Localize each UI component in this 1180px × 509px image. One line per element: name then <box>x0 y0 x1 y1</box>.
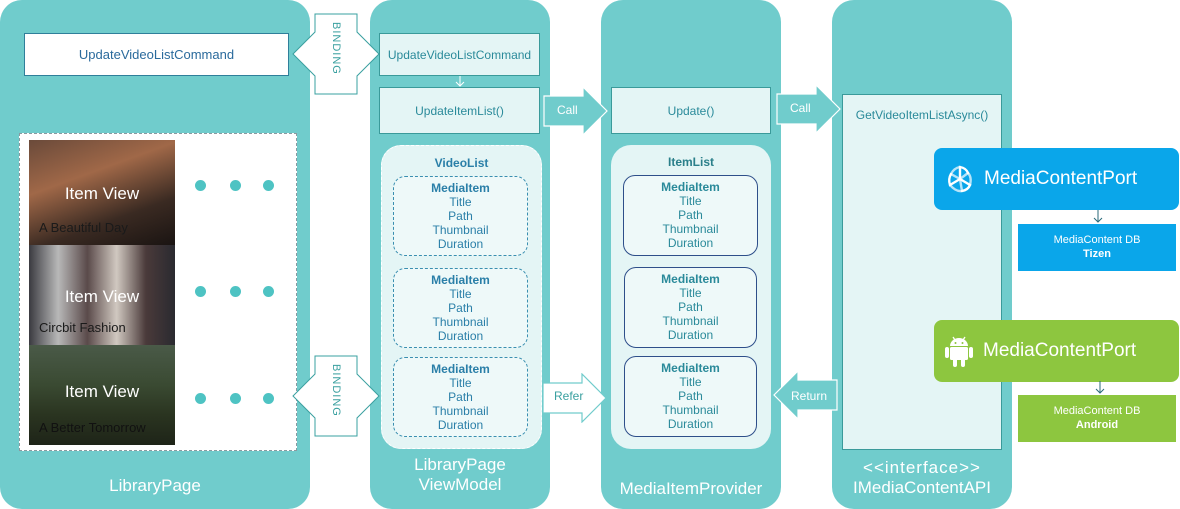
ellipsis-dot <box>263 286 274 297</box>
provider-update-box: Update() <box>611 87 771 134</box>
media-item-field: Path <box>678 389 703 403</box>
tizen-logo-icon <box>948 165 972 193</box>
api-method-box: GetVideoItemListAsync() <box>842 94 1002 450</box>
media-item-field: Title <box>449 195 472 209</box>
ellipsis-dot <box>195 180 206 191</box>
media-item-field: Title <box>679 375 702 389</box>
item-list-title: ItemList <box>667 155 714 169</box>
media-item-field: Path <box>448 209 473 223</box>
media-item-field: Title <box>449 376 472 390</box>
media-item-field: Thumbnail <box>432 404 489 418</box>
media-item-title: MediaItem <box>661 361 720 375</box>
binding-label-top: BINDING <box>330 22 342 75</box>
item-view-thumbnail-1: Item View A Beautiful Day <box>29 140 175 245</box>
item-view-label: Item View <box>64 184 140 203</box>
call-label-1: Call <box>557 103 578 117</box>
refer-arrow <box>542 373 607 423</box>
media-item-title: MediaItem <box>661 180 720 194</box>
android-media-content-port: MediaContentPort <box>934 320 1179 382</box>
tizen-media-content-port: MediaContentPort <box>934 148 1179 210</box>
media-item-field: Path <box>448 301 473 315</box>
media-item-field: Duration <box>437 237 484 251</box>
media-item-field: Path <box>678 300 703 314</box>
ellipsis-dot <box>195 286 206 297</box>
media-item-title: MediaItem <box>661 272 720 286</box>
item-view-caption: A Better Tomorrow <box>39 420 146 435</box>
android-db-box: MediaContent DB Android <box>1018 395 1176 442</box>
android-platform-label: Android <box>1075 419 1119 431</box>
media-item-field: Duration <box>667 236 714 250</box>
android-port-label: MediaContentPort <box>983 340 1137 361</box>
provider-label: MediaItemProvider <box>619 479 763 498</box>
binding-label-bottom: BINDING <box>330 364 342 417</box>
provider-media-item-3: MediaItem Title Path Thumbnail Duration <box>624 356 757 437</box>
tizen-port-label: MediaContentPort <box>984 168 1138 189</box>
tizen-db-label: MediaContent DB <box>1053 234 1141 246</box>
vm-update-item-list-box: UpdateItemList() <box>379 87 540 134</box>
library-page-label: LibraryPage <box>109 476 201 495</box>
down-arrow-icon <box>1093 210 1103 223</box>
call-arrow-2 <box>776 84 841 134</box>
media-item-title: MediaItem <box>431 273 490 287</box>
ellipsis-dot <box>230 393 241 404</box>
binding-arrow-bottom <box>292 355 380 437</box>
return-label: Return <box>791 389 828 403</box>
down-arrow-icon <box>1095 381 1105 394</box>
item-view-label: Item View <box>64 382 140 401</box>
android-db-label: MediaContent DB <box>1053 405 1141 417</box>
item-view-caption: Circbit Fashion <box>39 320 126 335</box>
provider-media-item-1: MediaItem Title Path Thumbnail Duration <box>623 175 758 256</box>
lp-command-box: UpdateVideoListCommand <box>24 33 289 76</box>
viewmodel-label-line1: LibraryPage <box>414 455 506 474</box>
ellipsis-dot <box>195 393 206 404</box>
media-item-field: Title <box>449 287 472 301</box>
item-view-caption: A Beautiful Day <box>39 220 128 235</box>
api-label: <<interface>> IMediaContentAPI <box>832 458 1012 498</box>
tizen-db-box: MediaContent DB Tizen <box>1018 224 1176 271</box>
media-item-field: Thumbnail <box>432 315 489 329</box>
media-item-title: MediaItem <box>431 181 490 195</box>
media-item-field: Path <box>448 390 473 404</box>
media-item-field: Title <box>679 194 702 208</box>
viewmodel-label-line2: ViewModel <box>418 475 502 494</box>
api-method-label: GetVideoItemListAsync() <box>855 108 989 122</box>
media-item-field: Path <box>678 208 703 222</box>
call-arrow-1 <box>543 86 608 136</box>
refer-label: Refer <box>554 389 584 403</box>
api-label-line1: <<interface>> <box>863 458 981 477</box>
ellipsis-dot <box>263 180 274 191</box>
media-item-title: MediaItem <box>431 362 490 376</box>
video-list-title: VideoList <box>434 156 489 170</box>
vm-media-item-1: MediaItem Title Path Thumbnail Duration <box>393 176 528 256</box>
media-item-field: Thumbnail <box>432 223 489 237</box>
media-item-field: Duration <box>667 328 714 342</box>
api-label-line2: IMediaContentAPI <box>853 478 991 497</box>
android-logo-icon <box>945 336 973 367</box>
media-item-field: Thumbnail <box>662 314 719 328</box>
item-view-label: Item View <box>64 287 140 306</box>
media-item-field: Duration <box>667 417 714 431</box>
media-item-field: Duration <box>437 418 484 432</box>
viewmodel-label: LibraryPage ViewModel <box>370 455 550 495</box>
item-view-thumbnail-2: Item View Circbit Fashion <box>29 245 175 345</box>
vm-media-item-2: MediaItem Title Path Thumbnail Duration <box>393 268 528 348</box>
ellipsis-dot <box>230 286 241 297</box>
return-arrow <box>773 370 838 420</box>
vm-media-item-3: MediaItem Title Path Thumbnail Duration <box>393 357 528 437</box>
media-item-field: Title <box>679 286 702 300</box>
media-item-field: Thumbnail <box>662 403 719 417</box>
ellipsis-dot <box>230 180 241 191</box>
down-arrow-icon <box>455 76 465 87</box>
media-item-field: Duration <box>437 329 484 343</box>
tizen-platform-label: Tizen <box>1083 248 1111 260</box>
call-label-2: Call <box>790 101 811 115</box>
media-item-field: Thumbnail <box>662 222 719 236</box>
provider-media-item-2: MediaItem Title Path Thumbnail Duration <box>624 267 757 348</box>
item-view-thumbnail-3: Item View A Better Tomorrow <box>29 345 175 445</box>
ellipsis-dot <box>263 393 274 404</box>
vm-command-box: UpdateVideoListCommand <box>379 33 540 76</box>
